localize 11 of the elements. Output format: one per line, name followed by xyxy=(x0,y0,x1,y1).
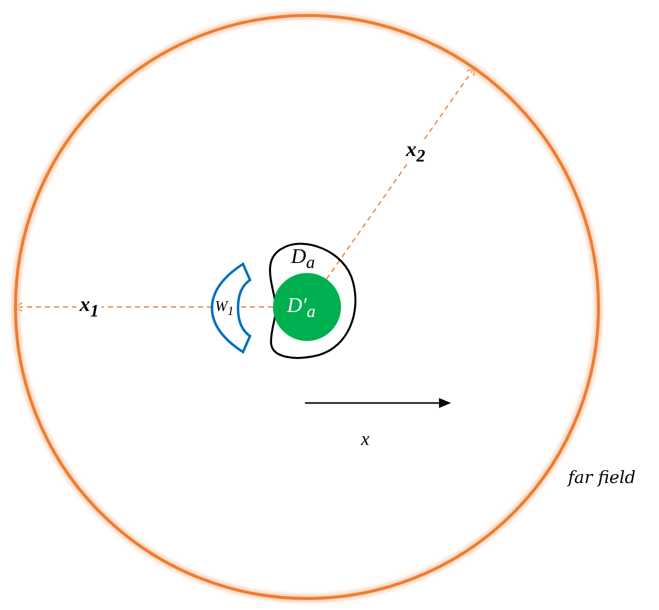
edge-label: x$_{2}$ xyxy=(402,138,428,165)
inner-domain-disk xyxy=(273,273,341,341)
region-label: far field xyxy=(568,468,636,488)
dashed-arrow xyxy=(13,302,212,312)
sector-label: W$_{1}$ xyxy=(215,300,234,318)
inner-domain-label: D′$_{a}$ xyxy=(287,295,316,321)
axis-label: x xyxy=(361,430,370,449)
dashed-line xyxy=(238,306,273,308)
dashed-arrow xyxy=(326,66,476,280)
domain-label: D$_{a}$ xyxy=(291,246,315,272)
sector-outline xyxy=(210,262,252,354)
